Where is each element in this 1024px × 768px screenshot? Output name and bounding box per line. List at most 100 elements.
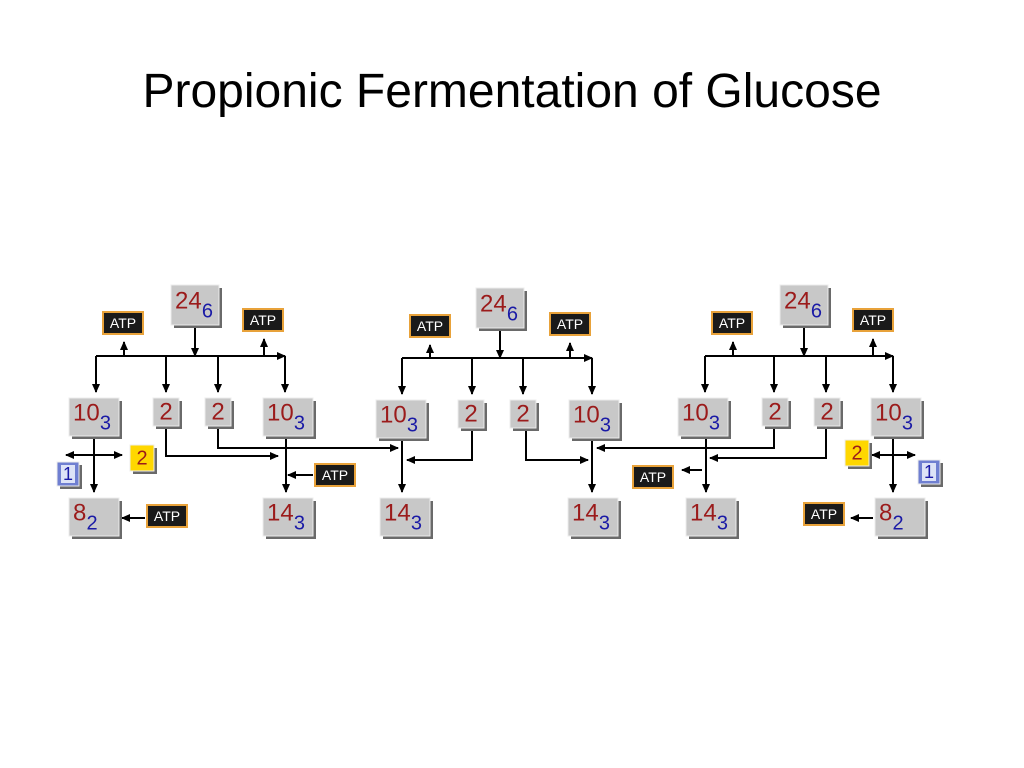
atp-box <box>852 308 894 332</box>
box-body <box>152 397 180 427</box>
atp-label: ATP <box>154 508 180 524</box>
atp-badge: ATP <box>803 502 845 526</box>
carbon-count: 14 <box>572 500 599 527</box>
carbon-count: 2 <box>851 442 862 464</box>
carbon-count: 1 <box>924 462 934 482</box>
molecule-box-c-2-left: 2 <box>761 397 791 429</box>
carbon-count: 10 <box>875 400 902 427</box>
carbon-count: 2 <box>464 401 477 428</box>
molecule-box-c-1-blue: 1 <box>917 459 943 487</box>
carbon-count: 24 <box>784 288 811 315</box>
atp-label: ATP <box>250 312 276 328</box>
carbon-count: 2 <box>159 399 172 426</box>
phosphate-count: 3 <box>902 413 913 435</box>
box-body <box>204 397 232 427</box>
atp-label: ATP <box>322 467 348 483</box>
box-body <box>129 444 155 472</box>
carbon-count: 24 <box>480 291 507 318</box>
carbon-count: 10 <box>573 402 600 429</box>
atp-badge: ATP <box>632 465 674 489</box>
atp-box <box>314 463 356 487</box>
atp-box <box>102 311 144 335</box>
molecule-box-a-2-yellow: 2 <box>129 444 157 474</box>
atp-badge: ATP <box>852 308 894 332</box>
phosphate-count: 3 <box>600 415 611 437</box>
atp-label: ATP <box>719 315 745 331</box>
carbon-count: 14 <box>690 500 717 527</box>
box-body <box>779 284 829 326</box>
phosphate-count: 3 <box>294 513 305 535</box>
carbon-count: 8 <box>879 500 892 527</box>
molecule-box-a-2-left: 2 <box>152 397 182 429</box>
box-inner <box>922 463 936 481</box>
molecule-box-b-2-right: 2 <box>509 399 539 431</box>
box-body <box>170 284 220 326</box>
box-body <box>457 399 485 429</box>
atp-box <box>146 504 188 528</box>
phosphate-count: 3 <box>407 415 418 437</box>
phosphate-count: 6 <box>811 301 822 323</box>
box-body <box>844 439 870 467</box>
slide-title: Propionic Fermentation of Glucose <box>142 65 882 118</box>
atp-label: ATP <box>811 506 837 522</box>
atp-box <box>409 314 451 338</box>
carbon-count: 24 <box>175 288 202 315</box>
flow-arrow <box>596 426 775 452</box>
carbon-count: 2 <box>136 447 147 469</box>
box-body <box>685 497 737 537</box>
atp-box <box>549 312 591 336</box>
atp-label: ATP <box>110 315 136 331</box>
carbon-count: 14 <box>267 500 294 527</box>
carbon-count: 2 <box>211 399 224 426</box>
box-body <box>568 399 620 439</box>
flow-arrow <box>525 428 589 464</box>
box-body <box>761 397 789 427</box>
flow-arrow <box>217 426 399 452</box>
atp-badge: ATP <box>242 308 284 332</box>
box-body <box>262 497 314 537</box>
molecule-box-c-2-right: 2 <box>813 397 843 429</box>
carbon-count: 10 <box>682 400 709 427</box>
atp-box <box>803 502 845 526</box>
flow-arrow <box>406 428 473 464</box>
carbon-count: 2 <box>768 399 781 426</box>
atp-badge: ATP <box>146 504 188 528</box>
carbon-count: 10 <box>267 400 294 427</box>
box-body <box>262 397 314 437</box>
carbon-count: 2 <box>820 399 833 426</box>
atp-box <box>711 311 753 335</box>
atp-box <box>242 308 284 332</box>
atp-box <box>632 465 674 489</box>
box-body <box>379 497 431 537</box>
box-body <box>375 399 427 439</box>
phosphate-count: 3 <box>717 513 728 535</box>
molecule-box-a-1-blue: 1 <box>56 461 82 489</box>
atp-label: ATP <box>860 312 886 328</box>
box-body <box>874 497 926 537</box>
atp-label: ATP <box>640 469 666 485</box>
carbon-count: 10 <box>380 402 407 429</box>
phosphate-count: 3 <box>709 413 720 435</box>
molecule-box-a-2-right: 2 <box>204 397 234 429</box>
phosphate-count: 3 <box>599 513 610 535</box>
phosphate-count: 3 <box>294 413 305 435</box>
molecule-box-c-2-yellow: 2 <box>844 439 872 469</box>
box-body <box>68 397 120 437</box>
phosphate-count: 3 <box>100 413 111 435</box>
atp-badge: ATP <box>711 311 753 335</box>
box-body <box>813 397 841 427</box>
phosphate-count: 2 <box>86 513 97 535</box>
